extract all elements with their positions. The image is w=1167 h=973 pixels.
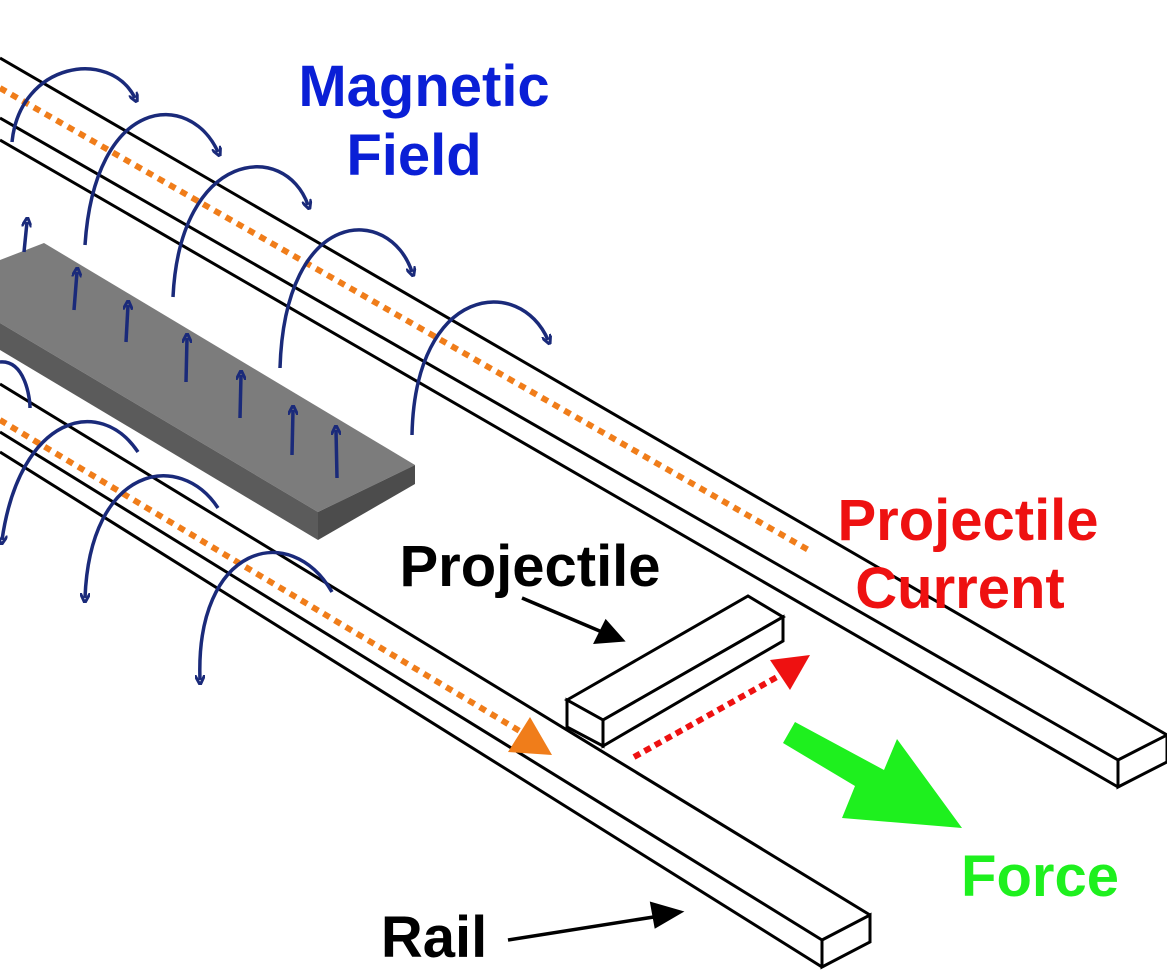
force-label: Force — [961, 844, 1119, 909]
projectile-current — [632, 655, 810, 760]
force-arrow — [783, 722, 962, 828]
label-pointers — [507, 596, 685, 942]
field-arc — [200, 551, 334, 680]
field-arc — [171, 165, 308, 298]
projectile-current-label-line1: Projectile — [837, 488, 1098, 553]
projectile-block — [563, 594, 786, 749]
field-arc — [2, 419, 140, 540]
projectile-pointer — [521, 596, 603, 634]
projectile-current-label-line2: Current — [855, 556, 1064, 621]
field-plate — [0, 243, 415, 540]
field-up-arrow — [186, 338, 187, 383]
field-arc — [10, 67, 135, 143]
field-up-arrow — [24, 222, 27, 253]
rail-current-arrowhead — [508, 717, 552, 755]
magnetic-field-arcs — [0, 67, 548, 680]
field-arc — [410, 300, 548, 436]
projectile-current-arrowhead — [770, 655, 810, 690]
field-arc — [278, 228, 412, 369]
upper-rail-end — [1116, 733, 1167, 790]
magnetic-field-label-line2: Field — [346, 123, 481, 188]
field-up-arrow — [74, 272, 77, 311]
rail-current — [0, 85, 814, 755]
plate-field-arrows — [24, 222, 337, 479]
field-up-arrow — [292, 410, 293, 456]
lower-rail-end — [820, 912, 872, 970]
field-up-arrow — [240, 375, 241, 419]
field-arc — [85, 474, 220, 598]
projectile-label: Projectile — [399, 534, 660, 599]
field-arc — [83, 112, 218, 246]
projectile-pointer-head — [593, 618, 626, 644]
field-arc — [0, 360, 32, 409]
field-up-arrow — [126, 305, 128, 343]
magnetic-field-label-line1: Magnetic — [298, 54, 549, 119]
lower-rail — [0, 382, 872, 970]
rail-pointer — [507, 914, 661, 942]
field-up-arrow — [336, 430, 337, 479]
rail-label: Rail — [381, 905, 487, 970]
rail-pointer-head — [649, 901, 685, 929]
